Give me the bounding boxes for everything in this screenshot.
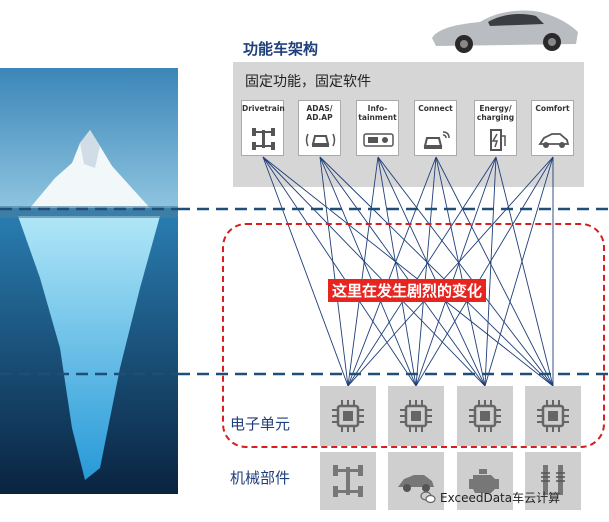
watermark-text: ExceedData车云计算 [440,490,561,505]
connection-line [435,156,554,387]
connection-line [262,156,554,387]
connection-line [319,156,554,387]
mechanical-cell [388,452,444,510]
connection-line [347,156,437,387]
connection-line [415,156,554,387]
connect-car-icon [423,131,450,149]
connection-line [415,156,437,387]
suspension-icon [541,465,565,495]
connection-line [262,156,417,387]
chip-icon [469,400,501,432]
car-body-icon [398,475,434,492]
ecu-cell [388,386,444,446]
connection-line [347,156,379,387]
connection-line [319,156,486,387]
chip-icon [400,400,432,432]
connection-line [435,156,486,387]
chip-icon [332,400,364,432]
engine-icon [469,469,499,493]
mechanical-cell [525,452,581,510]
connection-line [319,156,417,387]
change-region-outline [222,223,605,448]
function-label: Connect [418,104,453,113]
chip-icon [537,400,569,432]
connection-line [347,156,554,387]
connection-line [377,156,486,387]
function-energy: Energy/ charging [474,100,517,156]
connection-line [377,156,417,387]
change-label: 这里在发生剧烈的变化 [328,279,487,302]
mechanical-cell [320,452,376,510]
function-drivetrain: Drivetrain [241,100,285,156]
function-label: Comfort [535,104,570,113]
connection-line [262,156,349,387]
mechanical-parts-label: 机械部件 [230,469,291,487]
iceberg-image [0,68,178,494]
comfort-car-icon [538,133,570,148]
function-connect: Connect [414,100,457,156]
connection-line [484,156,497,387]
function-comfort: Comfort [531,100,574,156]
mechanical-cell [457,452,513,510]
watermark: ExceedData车云计算 [420,486,605,508]
connection-line [484,156,554,387]
connection-line [377,156,554,387]
connection-line [415,156,497,387]
ecu-cell [320,386,376,446]
adas-car-icon [305,133,336,147]
architecture-title: 功能车架构 [243,40,319,58]
connection-line [495,156,554,387]
connection-line [319,156,349,387]
function-infotainment: Info- tainment [356,100,399,156]
panel-subtitle: 固定功能，固定软件 [245,74,371,90]
connection-line [262,156,486,387]
function-adas: ADAS/ AD.AP [298,100,341,156]
function-label: Info- tainment [358,104,397,122]
ecu-cell [525,386,581,446]
car-image [432,10,578,53]
function-label: Energy/ charging [476,104,515,122]
function-label: Drivetrain [242,104,285,113]
ecu-cell [457,386,513,446]
function-panel [233,62,584,187]
wechat-icon [420,491,436,504]
chassis-icon [333,465,363,497]
drivetrain-icon [252,128,275,150]
charging-icon [490,129,506,151]
infotainment-icon [363,133,394,147]
connection-line [347,156,497,387]
electronic-units-label: 电子单元 [230,415,291,433]
function-label: ADAS/ AD.AP [306,104,333,122]
